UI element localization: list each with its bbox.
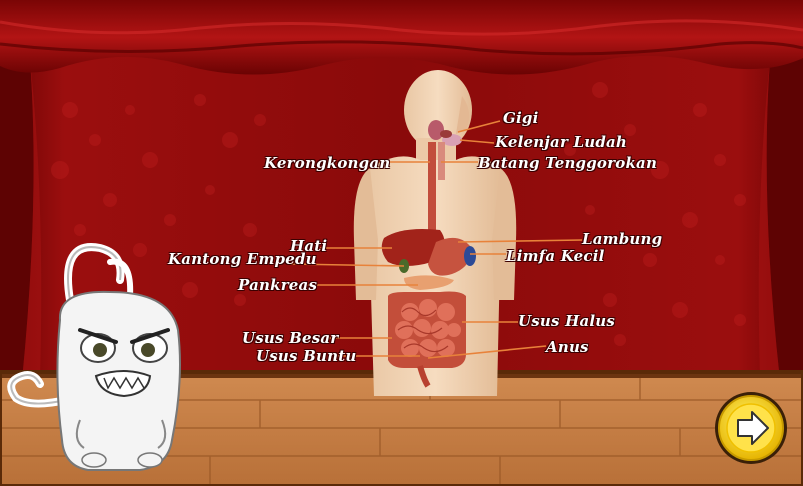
anatomy-figure [353, 70, 517, 396]
label-kantong-empedu: Kantong Empedu [168, 250, 317, 268]
label-kelenjar-ludah: Kelenjar Ludah [495, 133, 628, 151]
label-batang-tenggorokan: Batang Tenggorokan [478, 154, 658, 172]
label-usus-halus: Usus Halus [518, 312, 616, 330]
label-hati: Hati [290, 237, 328, 255]
label-usus-besar: Usus Besar [242, 329, 339, 347]
label-lambung: Lambung [582, 230, 663, 248]
curtain-pattern [51, 82, 746, 346]
arrow-right-icon [736, 413, 766, 443]
next-button[interactable] [714, 391, 788, 465]
label-pankreas: Pankreas [238, 276, 318, 294]
label-usus-buntu: Usus Buntu [256, 347, 357, 365]
label-kerongkongan: Kerongkongan [264, 154, 391, 172]
mascot-cat [7, 243, 181, 471]
next-button-graphic [715, 392, 787, 464]
leader-lines [289, 120, 583, 359]
label-limfa-kecil: Limfa Kecil [506, 247, 605, 265]
label-gigi: Gigi [503, 109, 539, 127]
label-anus: Anus [546, 338, 589, 356]
